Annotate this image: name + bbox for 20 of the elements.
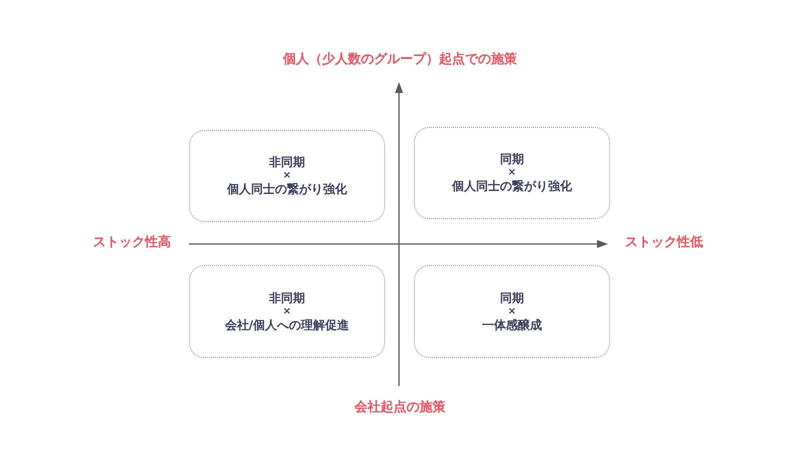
times-sign: × [282,170,292,182]
box-heading: 同期 [500,152,524,167]
times-sign: × [282,306,292,318]
times-sign: × [508,167,516,179]
axis-label: 個人（少人数のグループ）起点での施策 [283,52,517,68]
quadrant-box [189,130,385,222]
box-text: 一体感醸成 [482,318,542,332]
quadrant-box [189,265,385,358]
quadrant-box [414,265,610,358]
axis-label: 会社起点の施策 [354,400,446,416]
axis-label: ストック性高 [93,235,171,251]
axis-label: ストック性低 [625,235,703,251]
box-text: 会社/個人への理解促進 [224,318,350,332]
box-heading: 非同期 [269,155,305,170]
box-heading: 非同期 [269,290,305,306]
box-heading: 同期 [500,290,524,306]
box-text: 個人同士の繋がり強化 [227,182,347,197]
box-text: 個人同士の繋がり強化 [452,179,572,194]
quadrant-box [414,127,610,219]
times-sign: × [508,306,516,318]
